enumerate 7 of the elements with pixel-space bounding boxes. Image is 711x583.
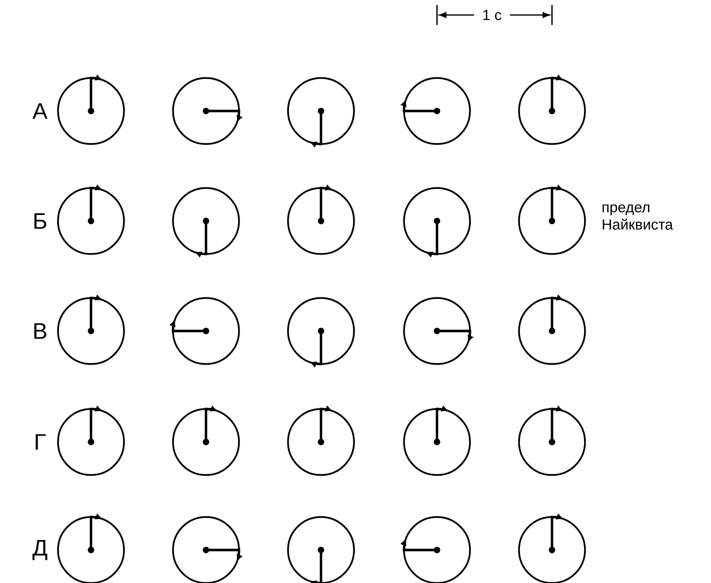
row-label: Г xyxy=(36,434,46,450)
row-label: Б xyxy=(34,213,46,229)
row-label: В xyxy=(34,323,46,339)
dimension-label: 1 с xyxy=(483,10,502,20)
row-label: А xyxy=(32,103,48,119)
annotation: предел Найквиста xyxy=(602,204,673,230)
row-label: Д xyxy=(32,540,48,560)
